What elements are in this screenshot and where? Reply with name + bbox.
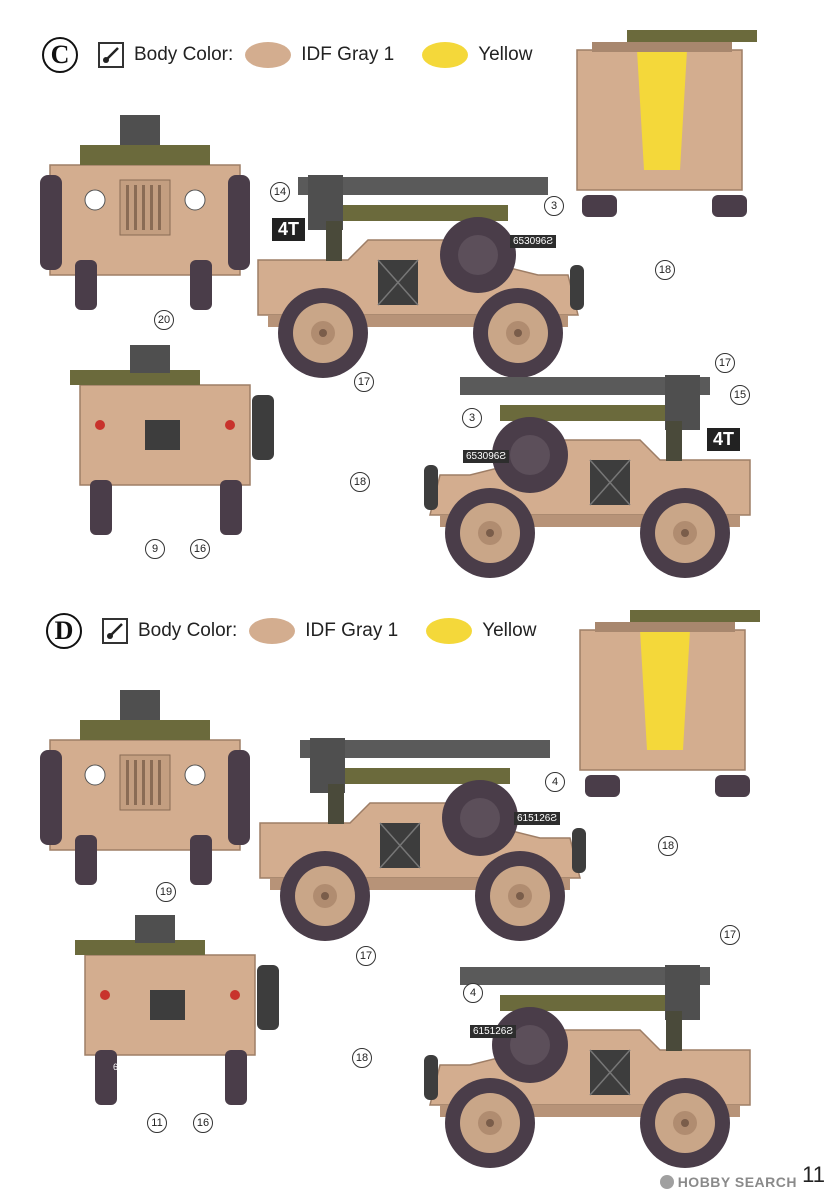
scheme-letter: D: [46, 613, 82, 649]
serial-marking-2: 653096Ƨ: [463, 450, 510, 463]
callout-18b: 18: [350, 472, 370, 492]
rear-serial-marking: 615126: [113, 1062, 144, 1072]
front-view-illustration: [39, 689, 251, 886]
serial-marking: 615126Ƨ: [514, 812, 561, 825]
front-view-illustration: [39, 114, 251, 311]
watermark-logo-icon: [659, 1175, 674, 1189]
rear-serial-marking: 653096: [113, 488, 144, 498]
callout-16: 16: [193, 1113, 213, 1133]
section-d-header: D Body Color: IDF Gray 1 Yellow: [46, 613, 536, 649]
callout-18: 18: [655, 260, 675, 280]
idf-gray-label: IDF Gray 1: [305, 620, 399, 641]
idf-gray-swatch: [249, 618, 296, 644]
callout-4: 4: [545, 772, 565, 792]
callout-16: 16: [190, 539, 210, 559]
callout-9: 9: [145, 539, 165, 559]
callout-20: 20: [154, 310, 174, 330]
callout-14: 14: [270, 182, 290, 202]
right-side-view-illustration: [410, 365, 770, 585]
callout-18: 18: [658, 836, 678, 856]
section-d: D Body Color: IDF Gray 1 Yellow 615126Ƨ …: [0, 600, 831, 1200]
top-view-illustration: [576, 29, 758, 218]
number-plate-marking: 4T: [272, 218, 306, 241]
section-c-header: C Body Color: IDF Gray 1 Yellow: [42, 37, 532, 73]
callout-17: 17: [356, 946, 376, 966]
watermark-text: HOBBY SEARCH: [677, 1174, 797, 1190]
watermark: HOBBY SEARCH: [659, 1174, 797, 1190]
callout-17b: 17: [720, 925, 740, 945]
scheme-letter: C: [42, 37, 78, 73]
yellow-swatch: [426, 618, 473, 644]
left-side-view-illustration: [240, 728, 600, 948]
callout-17: 17: [354, 372, 374, 392]
yellow-label: Yellow: [482, 620, 537, 641]
callout-3: 3: [544, 196, 564, 216]
callout-17b: 17: [715, 353, 735, 373]
callout-11: 11: [147, 1113, 167, 1133]
paintbrush-icon: [98, 42, 124, 68]
body-color-label: Body Color:: [138, 620, 238, 641]
rear-view-illustration: [69, 344, 275, 536]
yellow-label: Yellow: [478, 44, 533, 65]
callout-15: 15: [730, 385, 750, 405]
callout-3b: 3: [462, 408, 482, 428]
callout-18b: 18: [352, 1048, 372, 1068]
paintbrush-icon: [102, 618, 128, 644]
yellow-swatch: [422, 42, 469, 68]
serial-marking: 653096Ƨ: [510, 235, 557, 248]
top-view-illustration: [579, 609, 761, 798]
left-side-view-illustration: [238, 165, 598, 385]
serial-marking-2: 615126Ƨ: [470, 1025, 517, 1038]
page-number: 11: [802, 1162, 825, 1187]
rear-view-illustration: [74, 914, 280, 1106]
number-plate-marking-2: 4T: [707, 428, 741, 451]
idf-gray-label: IDF Gray 1: [301, 44, 395, 65]
idf-gray-swatch: [245, 42, 292, 68]
callout-4b: 4: [463, 983, 483, 1003]
callout-19: 19: [156, 882, 176, 902]
body-color-label: Body Color:: [134, 44, 234, 65]
section-c: C Body Color: IDF Gray 1 Yellow 4T 65309…: [39, 29, 770, 600]
